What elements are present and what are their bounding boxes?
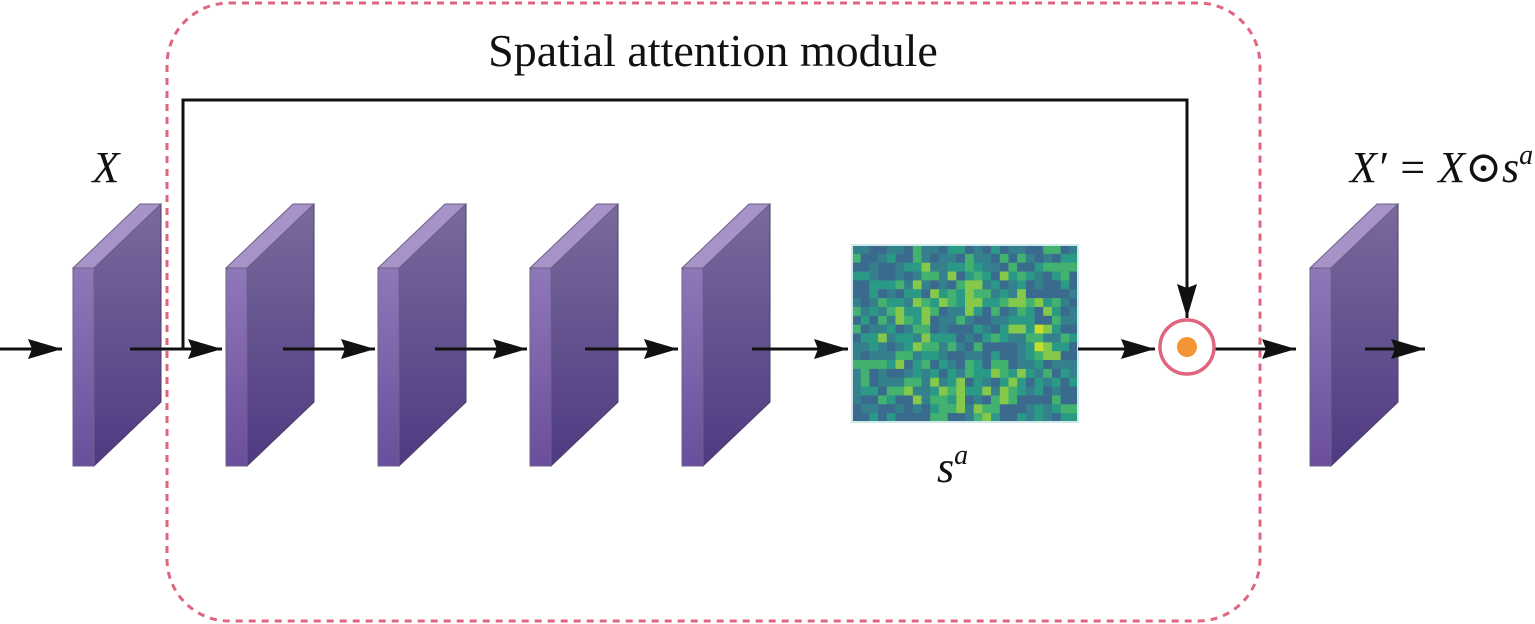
attention-map xyxy=(852,245,1079,423)
feature-map-slab xyxy=(224,202,316,468)
skip-connection xyxy=(181,98,1197,349)
feature-map-slab xyxy=(376,202,468,468)
module-title: Spatial attention module xyxy=(488,25,938,76)
attention-map-label: sa xyxy=(937,440,968,492)
output-label: X′ = X⊙sa xyxy=(1348,140,1533,192)
module-border xyxy=(165,1,1262,623)
elementwise-multiply-dot xyxy=(1177,337,1197,357)
feature-map-slab xyxy=(1308,202,1400,468)
feature-map-slab xyxy=(528,202,620,468)
input-label: X xyxy=(91,143,122,192)
feature-map-slab xyxy=(71,202,163,468)
feature-map-slab xyxy=(680,202,772,468)
